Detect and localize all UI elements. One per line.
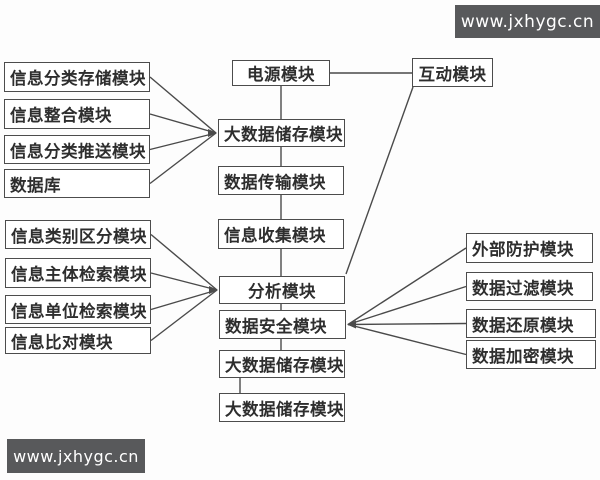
module-box-info-classify-storage: 信息分类存储模块	[4, 62, 150, 92]
watermark-top: www.jxhygc.cn	[455, 5, 600, 38]
module-box-info-subject-search: 信息主体检索模块	[5, 258, 151, 288]
arrowhead-icon	[347, 320, 356, 329]
arrowhead-icon	[209, 286, 218, 294]
module-box-info-collection: 信息收集模块	[218, 219, 344, 249]
module-box-analysis: 分析模块	[219, 276, 345, 304]
connector-line	[150, 272, 218, 291]
connector-line	[347, 247, 467, 326]
connector-line	[149, 132, 217, 185]
module-box-bigdata-storage-1: 大数据储存模块	[218, 119, 345, 147]
module-box-external-protection: 外部防护模块	[466, 233, 593, 263]
connector-line	[149, 76, 217, 134]
connector-line	[345, 86, 414, 275]
module-box-data-encrypt: 数据加密模块	[466, 340, 596, 369]
connector-line	[149, 132, 217, 151]
module-box-power: 电源模块	[232, 60, 330, 86]
module-box-data-restore: 数据还原模块	[466, 309, 596, 338]
module-box-bigdata-storage-2: 大数据储存模块	[219, 350, 345, 378]
connector-line	[150, 289, 218, 342]
connector-line	[347, 285, 467, 326]
module-box-database: 数据库	[4, 169, 150, 198]
module-box-data-filter: 数据过滤模块	[466, 272, 593, 301]
module-box-info-compare: 信息比对模块	[5, 327, 151, 354]
module-box-bigdata-storage-3: 大数据储存模块	[219, 393, 345, 422]
module-box-info-unit-search: 信息单位检索模块	[5, 295, 151, 324]
arrowhead-icon	[208, 129, 217, 137]
module-box-data-transmission: 数据传输模块	[218, 166, 344, 195]
module-box-info-category: 信息类别区分模块	[5, 220, 151, 249]
connector-line	[150, 233, 218, 291]
module-box-info-integration: 信息整合模块	[4, 99, 150, 129]
connector-line	[347, 322, 467, 326]
connector-line	[150, 289, 218, 311]
module-box-interaction: 互动模块	[412, 58, 493, 87]
module-box-data-security: 数据安全模块	[219, 310, 346, 339]
watermark-bottom: www.jxhygc.cn	[7, 439, 145, 473]
module-box-info-classify-push: 信息分类推送模块	[4, 135, 150, 164]
connector-line	[149, 113, 217, 134]
connector-line	[347, 323, 467, 356]
